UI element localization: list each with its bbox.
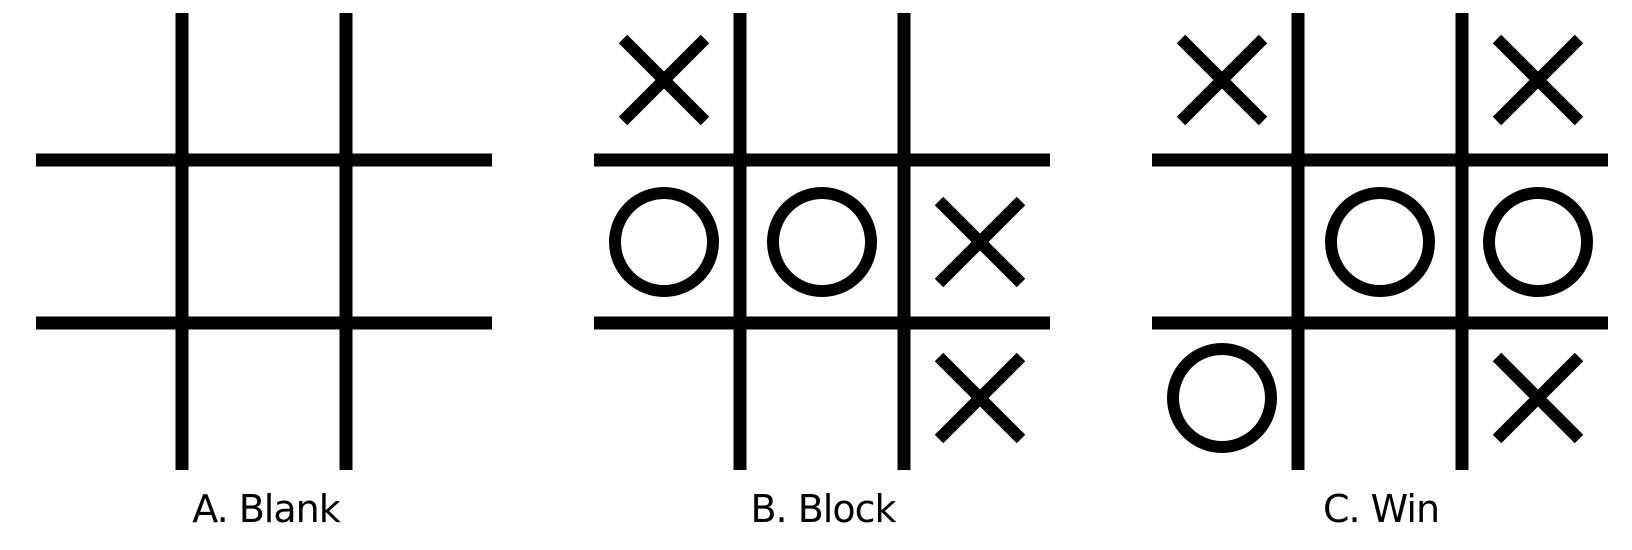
o-mark-cell-r2-c2 bbox=[767, 187, 877, 297]
x-mark-cell-r1-c1 bbox=[1176, 34, 1268, 126]
o-mark-cell-r2-c2 bbox=[1325, 187, 1435, 297]
board-win bbox=[1152, 13, 1608, 470]
board-caption-a: A. Blank bbox=[192, 487, 340, 531]
x-mark-cell-r3-c3 bbox=[1492, 352, 1584, 444]
board-caption-c: C. Win bbox=[1323, 487, 1439, 531]
board-blank bbox=[36, 13, 492, 470]
board-caption-b: B. Block bbox=[750, 487, 896, 531]
x-mark-cell-r3-c3 bbox=[934, 352, 1026, 444]
x-mark-cell-r1-c3 bbox=[1492, 34, 1584, 126]
o-mark-cell-r2-c1 bbox=[609, 187, 719, 297]
board-block bbox=[594, 13, 1050, 470]
x-mark-cell-r2-c3 bbox=[934, 196, 1026, 288]
x-mark-stroke-2 bbox=[1492, 34, 1584, 126]
x-mark-stroke-2 bbox=[1176, 34, 1268, 126]
o-mark-cell-r2-c3 bbox=[1483, 187, 1593, 297]
x-mark-stroke-2 bbox=[934, 196, 1026, 288]
o-mark-cell-r3-c1 bbox=[1167, 343, 1277, 453]
x-mark-stroke-2 bbox=[934, 352, 1026, 444]
x-mark-cell-r1-c1 bbox=[618, 34, 710, 126]
x-mark-stroke-2 bbox=[618, 34, 710, 126]
x-mark-stroke-2 bbox=[1492, 352, 1584, 444]
